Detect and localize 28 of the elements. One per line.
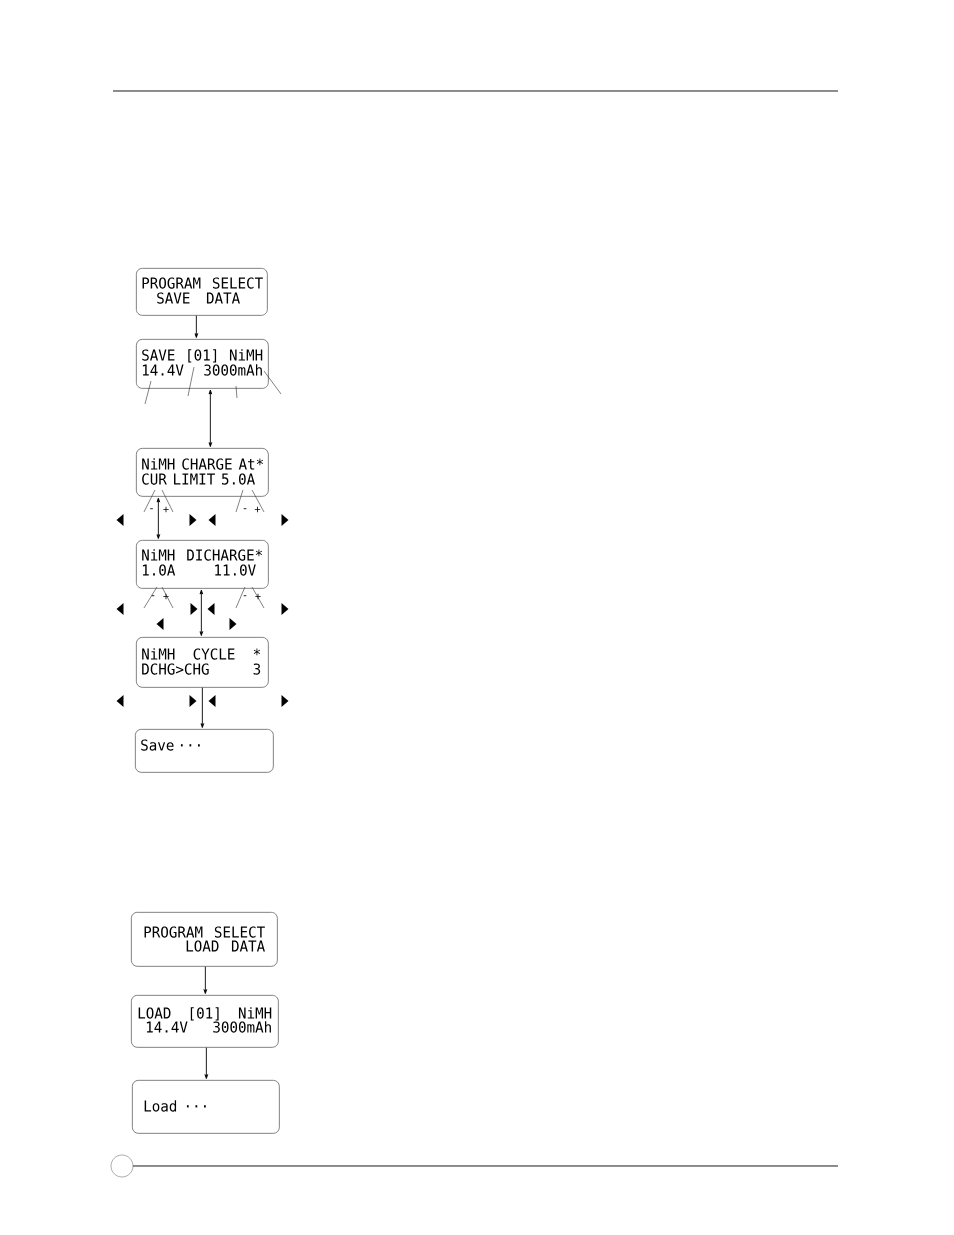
plus-label: +: [163, 593, 169, 600]
leader-line: [144, 380, 152, 405]
display-box: NiMH CYCLE * DCHG>CHG 3: [136, 637, 269, 688]
double-arrow: [199, 589, 204, 636]
display-box: LOAD [01] NiMH 14.4V 3000mAh: [131, 995, 279, 1048]
plus-label: +: [163, 506, 169, 513]
display-box: Load ···: [132, 1080, 280, 1134]
leader-line: [187, 366, 195, 397]
double-arrow: [208, 389, 213, 447]
minus-label: -: [243, 508, 247, 510]
leader-line: [263, 370, 282, 395]
double-arrow: [156, 497, 161, 539]
display-box: Save ···: [135, 729, 274, 773]
display-box: SAVE [01] NiMH 14.4V 3000mAh: [136, 339, 269, 389]
plus-label: +: [254, 506, 261, 513]
arrow: [194, 315, 199, 338]
arrow: [204, 1047, 209, 1079]
display-box: NiMH CHARGE At* CUR LIMIT 5.0A: [136, 448, 269, 497]
display-box: PROGRAM SELECT LOAD DATA: [131, 912, 278, 967]
arrow: [200, 687, 205, 728]
display-box: PROGRAM SELECT SAVE DATA: [136, 268, 268, 316]
minus-label: -: [243, 595, 247, 597]
leader-line: [235, 385, 238, 399]
minus-label: -: [151, 595, 155, 597]
plus-label: +: [255, 593, 261, 600]
minus-label: -: [150, 508, 153, 510]
arrow: [203, 966, 208, 994]
display-box: NiMH DICHARGE* 1.0A 11.0V: [136, 540, 269, 589]
